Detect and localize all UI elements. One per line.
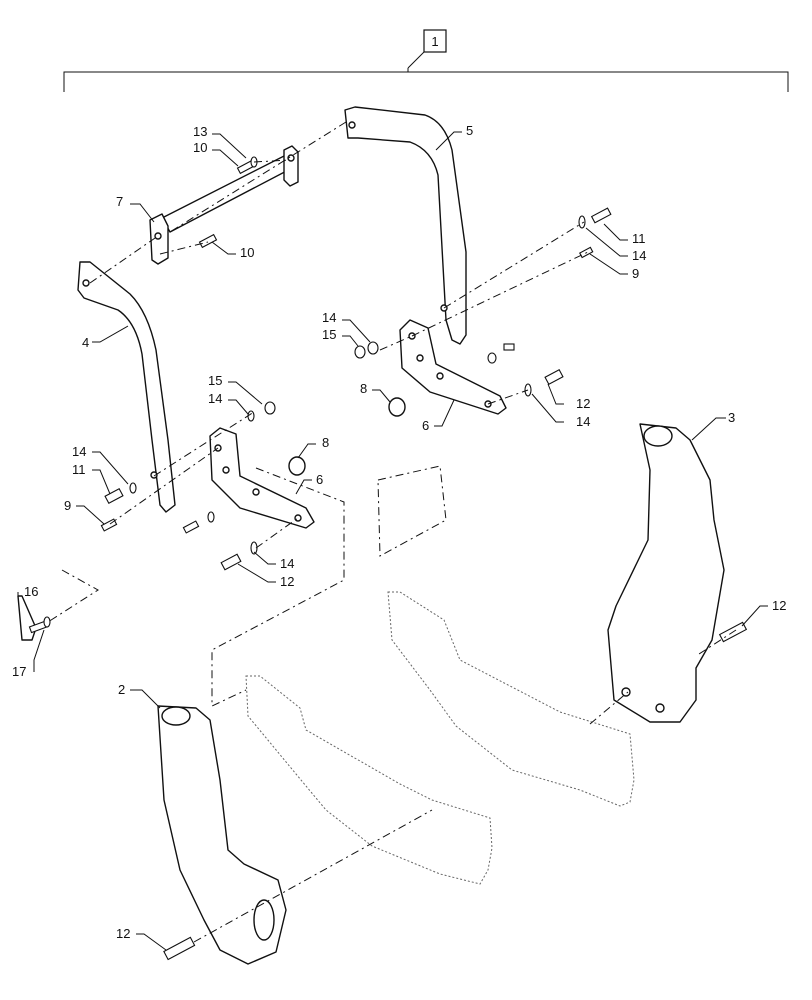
- right-arm-part-5: [344, 106, 467, 345]
- callout-7: 7: [116, 194, 123, 209]
- bracket-part-6-left: [209, 427, 315, 529]
- callout-15: 15: [322, 327, 336, 342]
- spacer-part-8-b: [288, 456, 306, 476]
- callout-10: 10: [240, 245, 254, 260]
- callout-11: 11: [72, 462, 86, 477]
- callout-3: 3: [728, 410, 735, 425]
- callout-9: 9: [632, 266, 639, 281]
- mounting-plate-ghost-right: [387, 591, 635, 807]
- callout-10: 10: [193, 140, 207, 155]
- callout-15: 15: [208, 373, 222, 388]
- assembly-number: 1: [431, 34, 438, 49]
- callout-labels: 13 10 7 10 5 11 14 9 4 14 15 8 6 12 14 1…: [12, 123, 786, 941]
- callout-14: 14: [632, 248, 646, 263]
- callout-14: 14: [322, 310, 336, 325]
- mounting-plate-ghost-left: [245, 675, 493, 885]
- callout-6: 6: [316, 472, 323, 487]
- bracket-part-6-right: [399, 319, 507, 415]
- left-arm-part-4: [77, 261, 176, 513]
- callout-14: 14: [280, 556, 294, 571]
- callout-14: 14: [576, 414, 590, 429]
- callout-9: 9: [64, 498, 71, 513]
- callout-14: 14: [208, 391, 222, 406]
- callout-17: 17: [12, 664, 26, 679]
- callout-12: 12: [772, 598, 786, 613]
- callout-12: 12: [116, 926, 130, 941]
- frame-bracket-part-3: [607, 423, 725, 723]
- callout-16: 16: [24, 584, 38, 599]
- assembly-bracket: 1: [63, 29, 789, 92]
- pin-part-16: [17, 595, 51, 641]
- callout-8: 8: [322, 435, 329, 450]
- callout-4: 4: [82, 335, 89, 350]
- callout-13: 13: [193, 124, 207, 139]
- tube-part-7: [149, 145, 299, 265]
- callout-leaders: [17, 131, 768, 951]
- callout-8: 8: [360, 381, 367, 396]
- callout-14: 14: [72, 444, 86, 459]
- callout-11: 11: [632, 231, 646, 246]
- centerlines: [47, 121, 737, 943]
- callout-5: 5: [466, 123, 473, 138]
- callout-2: 2: [118, 682, 125, 697]
- frame-bracket-part-2: [157, 705, 287, 965]
- callout-6: 6: [422, 418, 429, 433]
- callout-12: 12: [280, 574, 294, 589]
- callout-12: 12: [576, 396, 590, 411]
- spacer-part-8-a: [388, 397, 406, 417]
